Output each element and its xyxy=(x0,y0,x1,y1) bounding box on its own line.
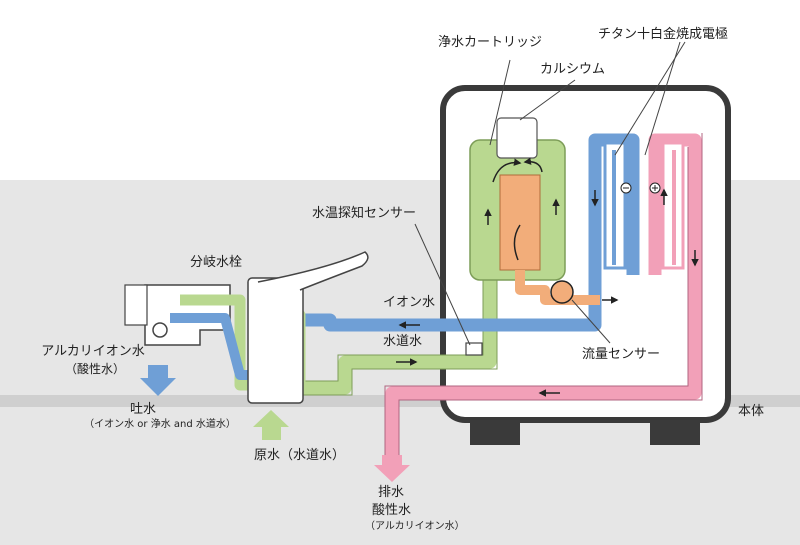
ion-water-pipes xyxy=(300,133,640,332)
drain-label: 排水 xyxy=(378,485,405,500)
outlet-label: 吐水 xyxy=(129,402,157,417)
faucet-label: 分岐水栓 xyxy=(190,255,243,270)
flow-sensor-label: 流量センサー xyxy=(582,347,661,362)
filter-core xyxy=(499,174,541,271)
tap-water-label: 水道水 xyxy=(383,334,423,349)
temp-sensor-label: 水温探知センサー xyxy=(312,206,417,221)
acidic-note: （アルカリイオン水） xyxy=(365,521,465,532)
alkaline-label: アルカリイオン水 xyxy=(41,344,145,359)
alkaline-sub-label: （酸性水） xyxy=(64,362,126,376)
outlet-arrow-blue xyxy=(140,365,176,396)
body-label: 本体 xyxy=(738,404,765,419)
drain-pipe xyxy=(385,133,702,455)
outlet-note: （イオン水 or 浄水 and 水道水） xyxy=(84,419,236,430)
ion-water-label: イオン水 xyxy=(383,295,436,310)
temp-sensor xyxy=(465,342,483,356)
electrode-label: チタン十白金焼成電極 xyxy=(598,27,729,42)
raw-water-arrow-green xyxy=(253,410,289,440)
acidic-label: 酸性水 xyxy=(372,503,412,518)
calcium-chamber xyxy=(496,117,538,159)
drain-arrow-pink xyxy=(374,455,410,482)
flow-arrows xyxy=(396,188,699,397)
faucet xyxy=(124,251,369,404)
callout-lines xyxy=(414,41,686,346)
raw-water-label: 原水（水道水） xyxy=(254,448,346,463)
calcium-label: カルシウム xyxy=(540,62,606,77)
cartridge-label: 浄水カートリッジ xyxy=(438,35,543,50)
tap-water-pipes xyxy=(300,150,497,395)
flow-sensor xyxy=(550,280,574,304)
